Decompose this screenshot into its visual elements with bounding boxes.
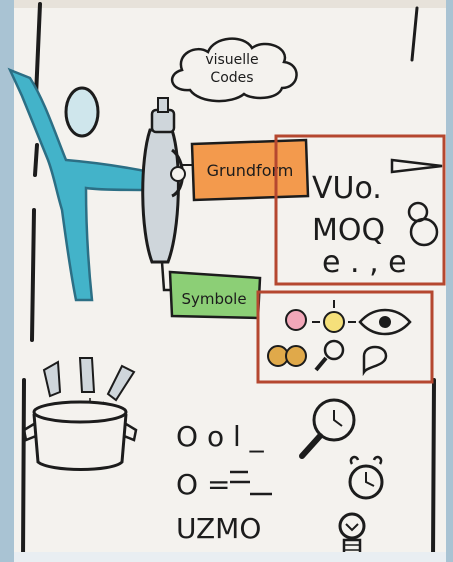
symbole-box [256,290,434,384]
head [64,86,100,138]
grundform-box: VUo. MOQ e . , e [274,134,446,286]
grundform-label: Grundform [190,138,310,202]
lightbulb-icon [338,512,366,556]
shield-key-icon [141,97,186,264]
basic-shapes: O o l _ O = UZMO [176,420,272,545]
symbole-label: Symbole [168,270,262,320]
symbole-text: Symbole [181,290,246,308]
title-line-2: Codes [210,70,253,86]
shapes-row-3: UZMO [176,512,261,545]
magnifier-icon [323,339,345,361]
grundform-row-1: VUo. [312,171,382,206]
pot-illustration [22,357,138,471]
alarm-clock-icon [348,455,384,500]
person-figure [7,67,152,302]
pink-dot-icon [285,309,307,331]
grundform-text: Grundform [207,161,294,180]
title-line-1: visuelle [205,52,258,68]
magnifier-clock-icon [299,398,356,459]
grundform-row-2: MOQ [312,213,385,248]
title-cloud: visuelle Codes [170,37,298,103]
grundform-row-3: e . , e [322,245,407,280]
eye-icon [358,308,412,336]
sun-icon [323,311,345,333]
shapes-row-2: O = [176,468,230,501]
shapes-row-1: O o l _ [176,420,265,453]
speech-bubble-icon [362,345,388,377]
